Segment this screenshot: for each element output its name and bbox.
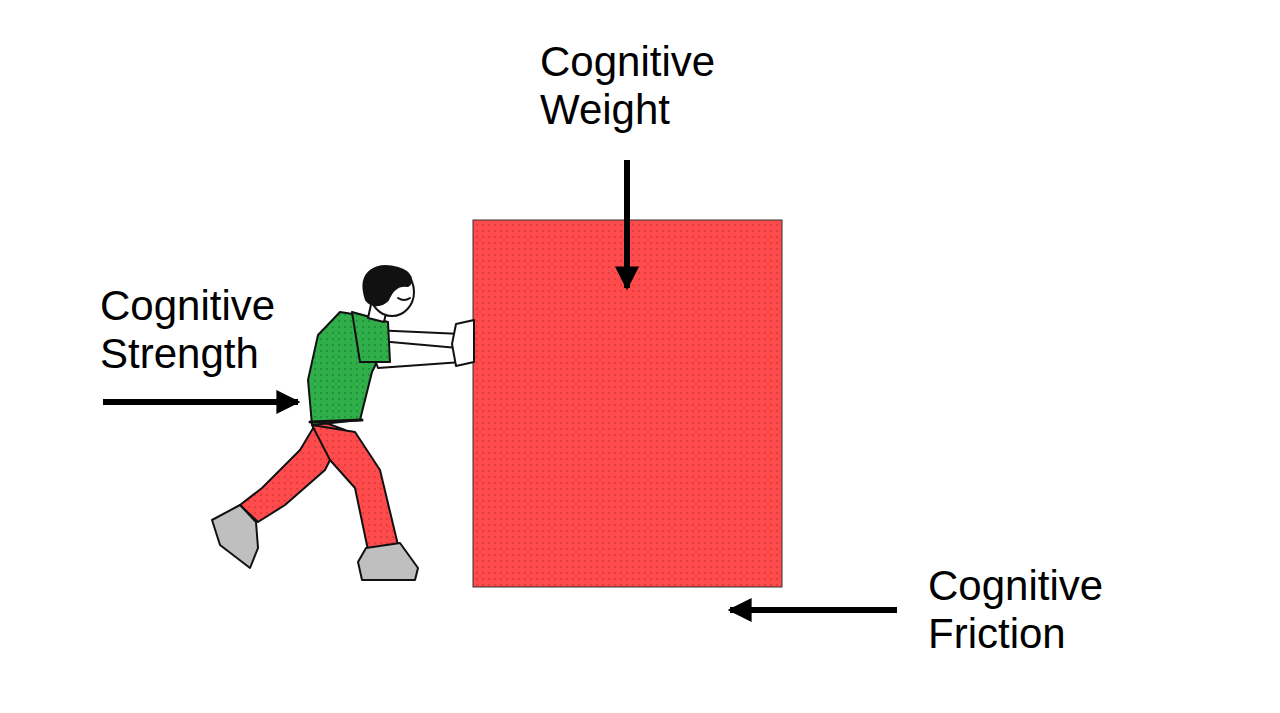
- strength-arrow: [103, 399, 298, 405]
- weight-arrow: [624, 160, 630, 288]
- weight-label: Cognitive Weight: [540, 38, 755, 134]
- friction-arrow: [730, 607, 897, 613]
- strength-label: Cognitive Strength: [100, 282, 315, 378]
- friction-label: Cognitive Friction: [928, 562, 1143, 658]
